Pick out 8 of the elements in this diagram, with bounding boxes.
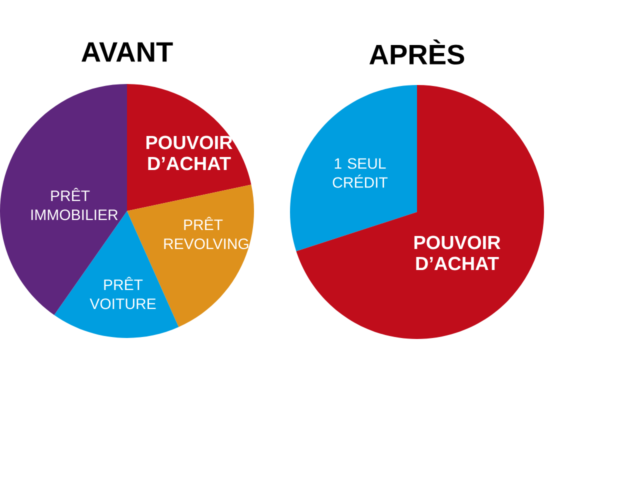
slice-label: POUVOIR D’ACHAT [414,236,500,270]
slice-label: PRÊT VOITURE [90,276,156,310]
chart-heading: AVANT [82,42,173,62]
slice-label: POUVOIR D’ACHAT [146,136,232,170]
slice-label: PRÊT IMMOBILIER [31,188,118,220]
chart-heading: APRÈS [369,39,464,65]
slice-label: 1 SEUL CRÉDIT [332,158,388,188]
slice-label: PRÊT REVOLVING [164,216,248,250]
